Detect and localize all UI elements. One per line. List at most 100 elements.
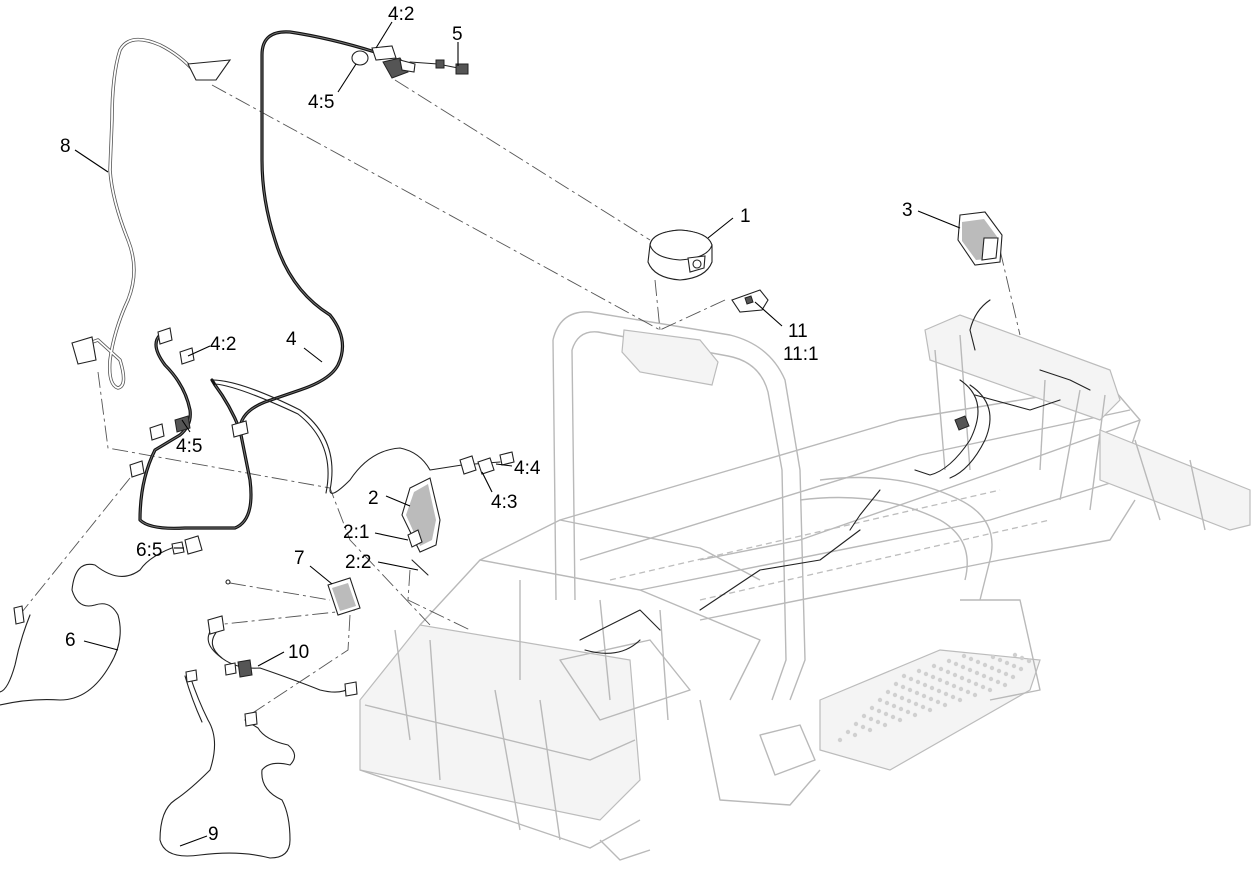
part-1-display bbox=[647, 229, 713, 281]
step-plate-hole bbox=[845, 729, 851, 735]
step-plate-hole bbox=[861, 713, 867, 719]
step-plate-hole bbox=[853, 721, 859, 727]
step-plate-hole bbox=[957, 697, 963, 703]
callout-4-4: 4:4 bbox=[514, 458, 541, 479]
step-plate-hole bbox=[942, 702, 948, 708]
step-plate-hole bbox=[928, 696, 934, 702]
step-plate-hole bbox=[897, 717, 903, 723]
step-plate-hole bbox=[1004, 660, 1010, 666]
step-plate-hole bbox=[906, 698, 912, 704]
step-plate-hole bbox=[966, 678, 972, 684]
part-11-bracket bbox=[731, 289, 769, 313]
step-plate-hole bbox=[901, 673, 907, 679]
step-plate-hole bbox=[938, 666, 944, 672]
step-plate-hole bbox=[974, 670, 980, 676]
step-plate-hole bbox=[869, 705, 875, 711]
step-plate-hole bbox=[927, 707, 933, 713]
callout-6: 6 bbox=[65, 630, 76, 651]
step-plate-hole bbox=[890, 714, 896, 720]
step-plate-hole bbox=[882, 722, 888, 728]
step-plate-hole bbox=[852, 732, 858, 738]
step-plate-hole bbox=[987, 687, 993, 693]
step-plate-hole bbox=[876, 708, 882, 714]
step-plate-hole bbox=[943, 691, 949, 697]
step-plate-hole bbox=[891, 703, 897, 709]
vehicle-frame bbox=[359, 311, 1251, 861]
step-plate-hole bbox=[988, 676, 994, 682]
step-plate-hole bbox=[1002, 682, 1008, 688]
part-5-jumper bbox=[435, 59, 469, 75]
frame-wiring bbox=[579, 299, 1091, 654]
step-plate-hole bbox=[946, 658, 952, 664]
step-plate-hole bbox=[997, 657, 1003, 663]
step-plate-hole bbox=[1019, 655, 1025, 661]
callout-8: 8 bbox=[60, 136, 71, 157]
step-plate-hole bbox=[900, 684, 906, 690]
step-plate-hole bbox=[921, 693, 927, 699]
callout-5: 5 bbox=[452, 24, 463, 45]
step-plate-hole bbox=[929, 685, 935, 691]
step-plate-hole bbox=[996, 668, 1002, 674]
step-plate-holes bbox=[837, 652, 1032, 743]
step-plate-hole bbox=[877, 697, 883, 703]
callout-4-2-mid: 4:2 bbox=[210, 334, 236, 355]
step-plate-hole bbox=[935, 699, 941, 705]
callout-11-1: 11:1 bbox=[783, 344, 819, 365]
step-plate-hole bbox=[915, 679, 921, 685]
step-plate-hole bbox=[920, 704, 926, 710]
harness-6 bbox=[0, 535, 203, 706]
step-plate-hole bbox=[907, 687, 913, 693]
callout-2-2: 2:2 bbox=[345, 552, 371, 573]
callout-4-3: 4:3 bbox=[491, 492, 517, 513]
step-plate-hole bbox=[905, 709, 911, 715]
part-2-pedal bbox=[401, 477, 441, 576]
step-plate-hole bbox=[1011, 663, 1017, 669]
step-plate-hole bbox=[885, 689, 891, 695]
step-plate-hole bbox=[1012, 652, 1018, 658]
step-plate-hole bbox=[884, 700, 890, 706]
step-plate-hole bbox=[972, 692, 978, 698]
step-plate-hole bbox=[860, 724, 866, 730]
harness-4 bbox=[129, 30, 515, 530]
callout-9: 9 bbox=[208, 824, 219, 845]
step-plate-hole bbox=[944, 680, 950, 686]
callout-4-2-top: 4:2 bbox=[388, 4, 414, 25]
part-3-module bbox=[957, 211, 1003, 266]
step-plate-hole bbox=[892, 692, 898, 698]
step-plate-hole bbox=[1010, 674, 1016, 680]
step-plate-hole bbox=[912, 712, 918, 718]
step-plate-hole bbox=[950, 694, 956, 700]
step-plate-hole bbox=[908, 676, 914, 682]
step-plate-hole bbox=[1003, 671, 1009, 677]
harness-10 bbox=[207, 615, 358, 697]
step-plate-hole bbox=[965, 689, 971, 695]
step-plate-hole bbox=[959, 675, 965, 681]
step-plate-hole bbox=[967, 667, 973, 673]
step-plate-hole bbox=[931, 663, 937, 669]
callout-4: 4 bbox=[286, 329, 297, 350]
callout-3: 3 bbox=[902, 200, 913, 221]
step-plate-hole bbox=[899, 695, 905, 701]
step-plate-hole bbox=[883, 711, 889, 717]
step-plate-hole bbox=[980, 684, 986, 690]
harness-9 bbox=[159, 669, 296, 859]
step-plate-hole bbox=[975, 659, 981, 665]
step-plate-hole bbox=[1026, 658, 1032, 664]
step-plate-hole bbox=[952, 672, 958, 678]
step-plate-hole bbox=[1018, 666, 1024, 672]
callout-4-5-top: 4:5 bbox=[308, 92, 334, 113]
step-plate-hole bbox=[923, 671, 929, 677]
step-plate-hole bbox=[968, 656, 974, 662]
callout-2: 2 bbox=[368, 488, 379, 509]
callout-11: 11 bbox=[788, 321, 808, 342]
callout-1: 1 bbox=[740, 206, 751, 227]
step-plate-hole bbox=[837, 737, 843, 743]
step-plate-hole bbox=[916, 668, 922, 674]
step-plate-hole bbox=[898, 706, 904, 712]
harness-8 bbox=[71, 37, 232, 390]
callout-4-5-mid: 4:5 bbox=[176, 436, 202, 457]
step-plate-hole bbox=[995, 679, 1001, 685]
step-plate-hole bbox=[958, 686, 964, 692]
step-plate-hole bbox=[990, 654, 996, 660]
